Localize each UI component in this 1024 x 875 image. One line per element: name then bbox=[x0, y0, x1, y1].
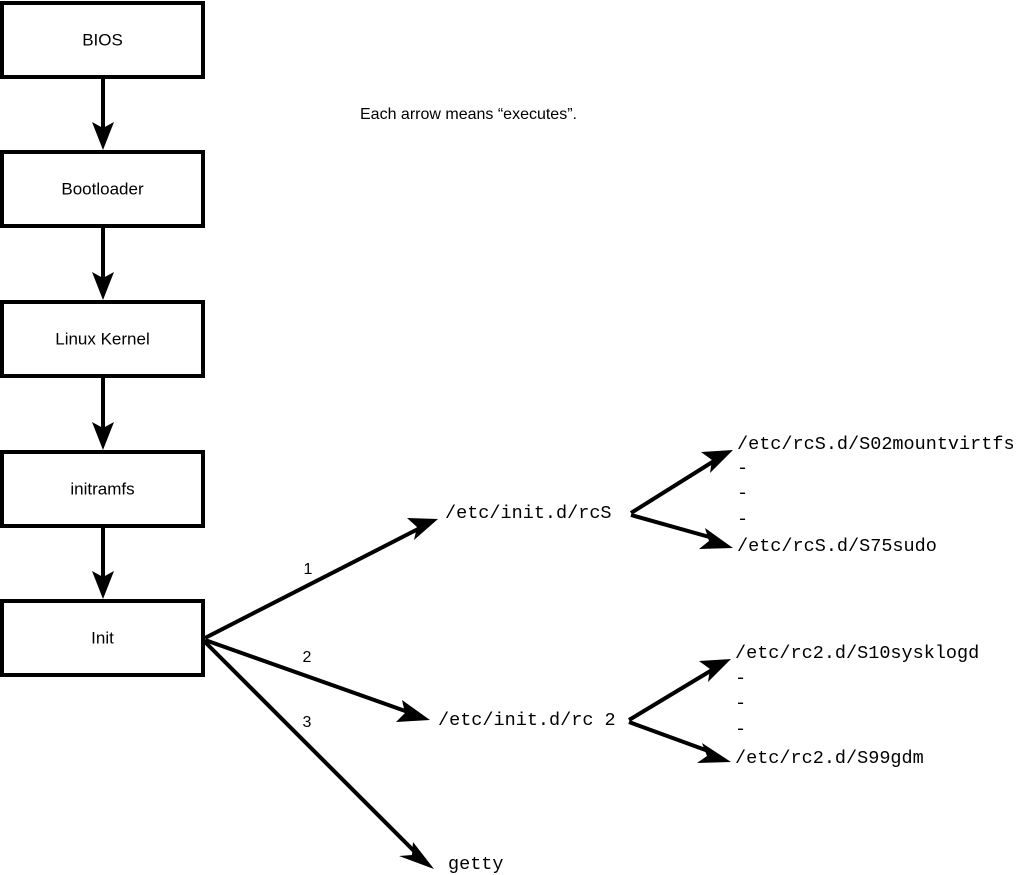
arrowhead-bios-to-bootloader bbox=[92, 122, 114, 150]
arrow-bios-to-bootloader bbox=[92, 77, 114, 150]
script-rc2-first[interactable]: /etc/rc2.d/S10sysklogd bbox=[735, 643, 979, 664]
script-rcs-ellipsis-dash-1: - bbox=[737, 458, 748, 479]
edge-label-2: 2 bbox=[303, 649, 312, 666]
box-initramfs-label: initramfs bbox=[70, 479, 134, 498]
script-rcs-ellipsis-dash-3: - bbox=[737, 509, 748, 530]
arrowhead-rc2-to-last-script bbox=[697, 743, 731, 763]
box-bootloader[interactable]: Bootloader bbox=[0, 150, 205, 228]
arrowhead-init-branch-2 bbox=[396, 700, 430, 722]
arrow-init-branch-1 bbox=[204, 518, 438, 640]
arrow-rc2-to-last-script bbox=[628, 720, 731, 763]
arrowhead-bootloader-to-kernel bbox=[92, 272, 114, 300]
edge-label-1: 1 bbox=[304, 561, 313, 578]
box-initramfs[interactable]: initramfs bbox=[0, 450, 205, 528]
arrow-rcs-to-last-script bbox=[630, 513, 733, 549]
box-init-label: Init bbox=[91, 628, 114, 647]
arrowhead-rc2-to-first-script bbox=[699, 659, 731, 682]
arrowhead-rcs-to-last-script bbox=[699, 528, 733, 549]
box-initramfs-rect bbox=[0, 450, 205, 528]
box-init-rect bbox=[0, 599, 205, 677]
box-bios-rect bbox=[0, 1, 205, 79]
arrowhead-init-branch-3 bbox=[399, 842, 434, 869]
arrowhead-rcs-to-first-script bbox=[701, 450, 733, 473]
script-rcs-last[interactable]: /etc/rcS.d/S75sudo bbox=[737, 536, 937, 557]
script-rc2-last[interactable]: /etc/rc2.d/S99gdm bbox=[735, 748, 924, 769]
caption-each-arrow-means-executes: Each arrow means “executes”. bbox=[360, 106, 577, 123]
box-linux-kernel[interactable]: Linux Kernel bbox=[0, 300, 205, 378]
box-bios-label: BIOS bbox=[82, 30, 123, 49]
script-rc2-ellipsis-dash-3: - bbox=[735, 719, 746, 740]
arrow-kernel-to-initramfs bbox=[92, 376, 114, 450]
arrow-rcs-to-first-script bbox=[629, 450, 733, 515]
arrow-init-branch-3 bbox=[203, 640, 434, 869]
script-rcs-first[interactable]: /etc/rcS.d/S02mountvirtfs bbox=[737, 434, 1015, 455]
box-linux-kernel-label: Linux Kernel bbox=[55, 329, 150, 348]
script-rcs-ellipsis-dash-2: - bbox=[737, 483, 748, 504]
arrowhead-initramfs-to-init bbox=[92, 571, 114, 599]
node-etc-initd-rcs[interactable]: /etc/init.d/rcS bbox=[445, 503, 612, 524]
arrow-bootloader-to-kernel bbox=[92, 226, 114, 300]
arrow-rc2-to-first-script bbox=[627, 659, 731, 722]
box-bootloader-label: Bootloader bbox=[61, 179, 144, 198]
node-etc-initd-rc2[interactable]: /etc/init.d/rc 2 bbox=[438, 710, 616, 731]
script-rc2-ellipsis-dash-1: - bbox=[735, 668, 746, 689]
arrow-initramfs-to-init bbox=[92, 526, 114, 599]
script-rc2-ellipsis-dash-2: - bbox=[735, 693, 746, 714]
edge-label-3: 3 bbox=[303, 714, 312, 731]
arrow-init-branch-2 bbox=[204, 638, 430, 722]
box-bios[interactable]: BIOS bbox=[0, 1, 205, 79]
arrowhead-kernel-to-initramfs bbox=[92, 422, 114, 450]
arrowhead-init-branch-1 bbox=[407, 518, 438, 540]
box-init[interactable]: Init bbox=[0, 599, 205, 677]
node-getty[interactable]: getty bbox=[448, 854, 504, 875]
